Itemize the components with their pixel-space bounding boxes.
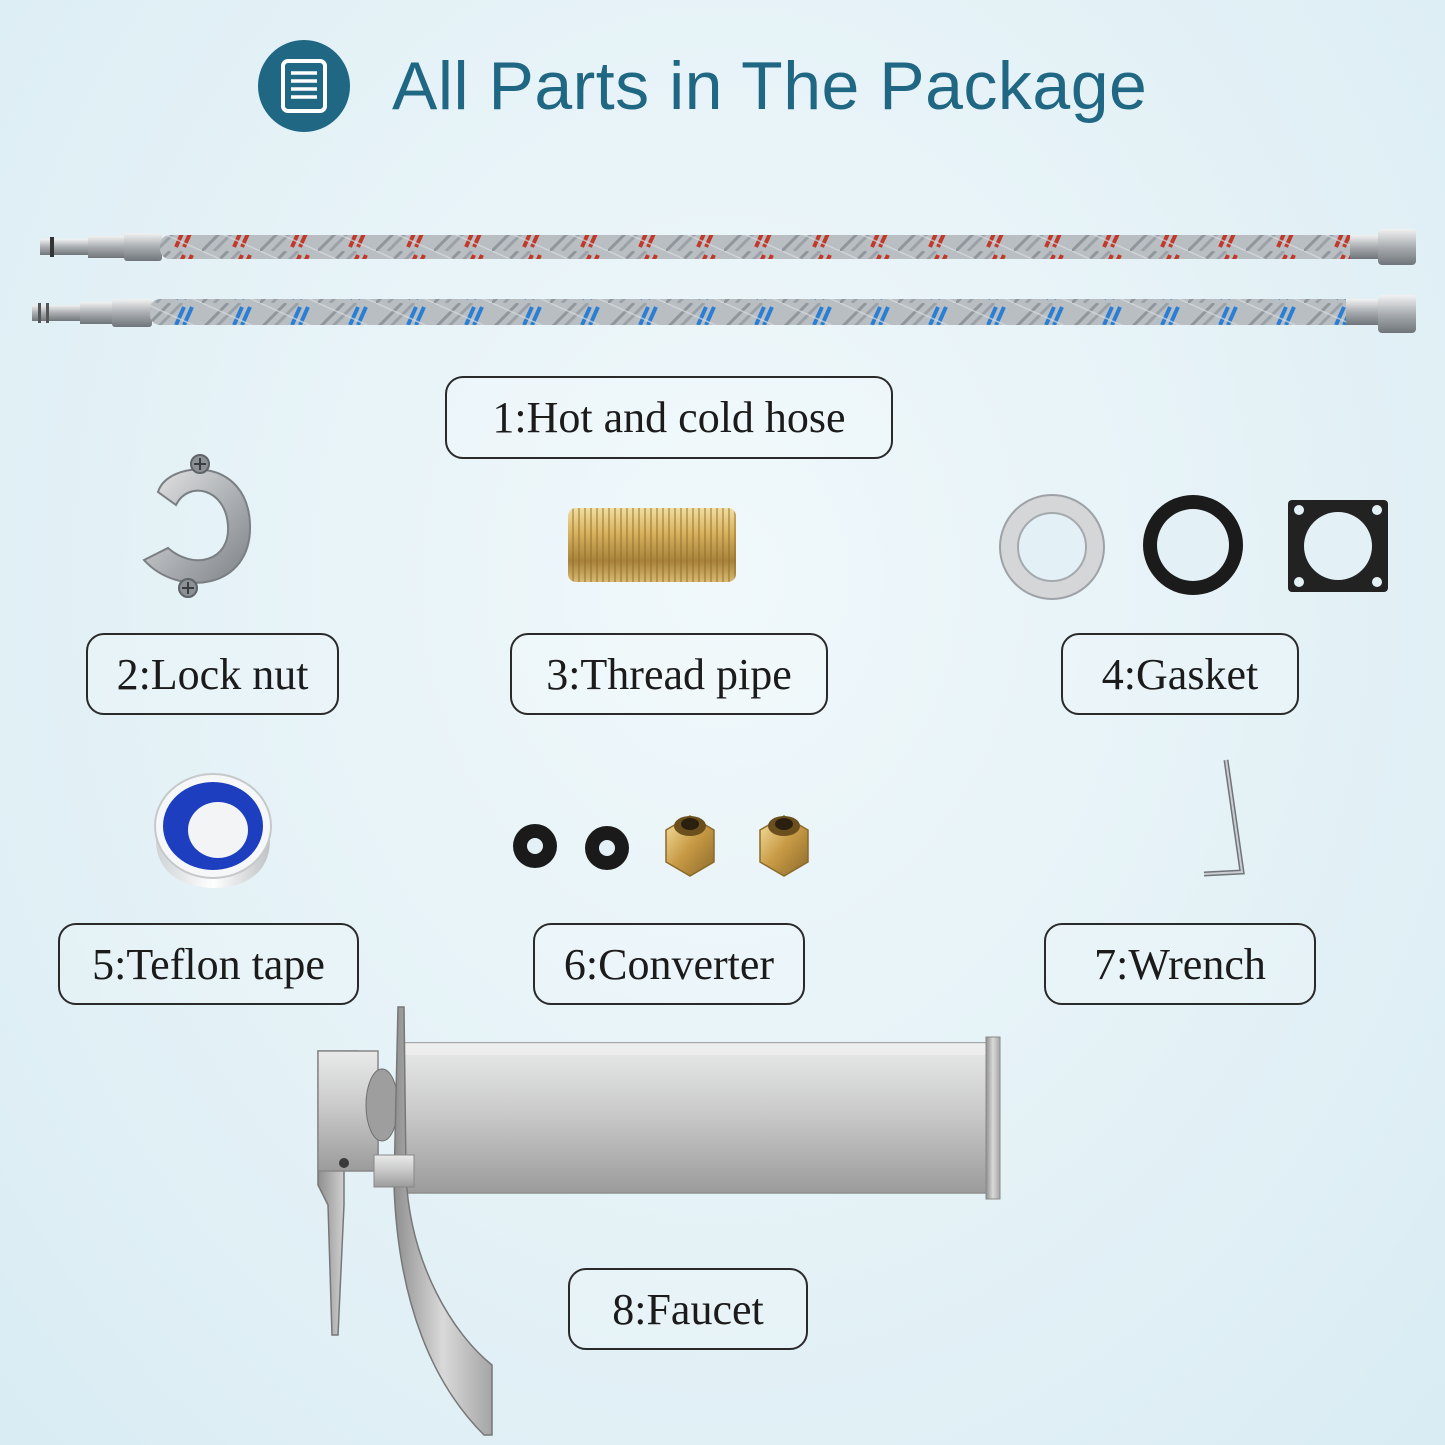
part-label-hose: 1:Hot and cold hose bbox=[445, 376, 893, 459]
page-title: All Parts in The Package bbox=[392, 47, 1148, 124]
waterfall-faucet-icon bbox=[317, 1006, 1001, 1436]
document-list-icon bbox=[258, 39, 350, 132]
thread-pipe-icon bbox=[568, 508, 736, 582]
part-label-converter: 6:Converter bbox=[533, 923, 805, 1005]
converter-icon bbox=[513, 815, 809, 877]
part-label-faucet: 8:Faucet bbox=[568, 1268, 808, 1350]
part-label-gasket: 4:Gasket bbox=[1061, 633, 1299, 715]
page-header: All Parts in The Package bbox=[258, 38, 1147, 133]
part-label-teflon-tape: 5:Teflon tape bbox=[58, 923, 359, 1005]
hex-wrench-icon bbox=[1203, 759, 1245, 877]
part-label-wrench: 7:Wrench bbox=[1044, 923, 1316, 1005]
gasket-icon bbox=[999, 494, 1388, 600]
part-label-lock-nut: 2:Lock nut bbox=[86, 633, 339, 715]
lock-nut-icon bbox=[142, 454, 252, 598]
braided-hose-icon bbox=[32, 229, 1416, 333]
part-label-thread-pipe: 3:Thread pipe bbox=[510, 633, 828, 715]
teflon-tape-icon bbox=[154, 773, 272, 888]
